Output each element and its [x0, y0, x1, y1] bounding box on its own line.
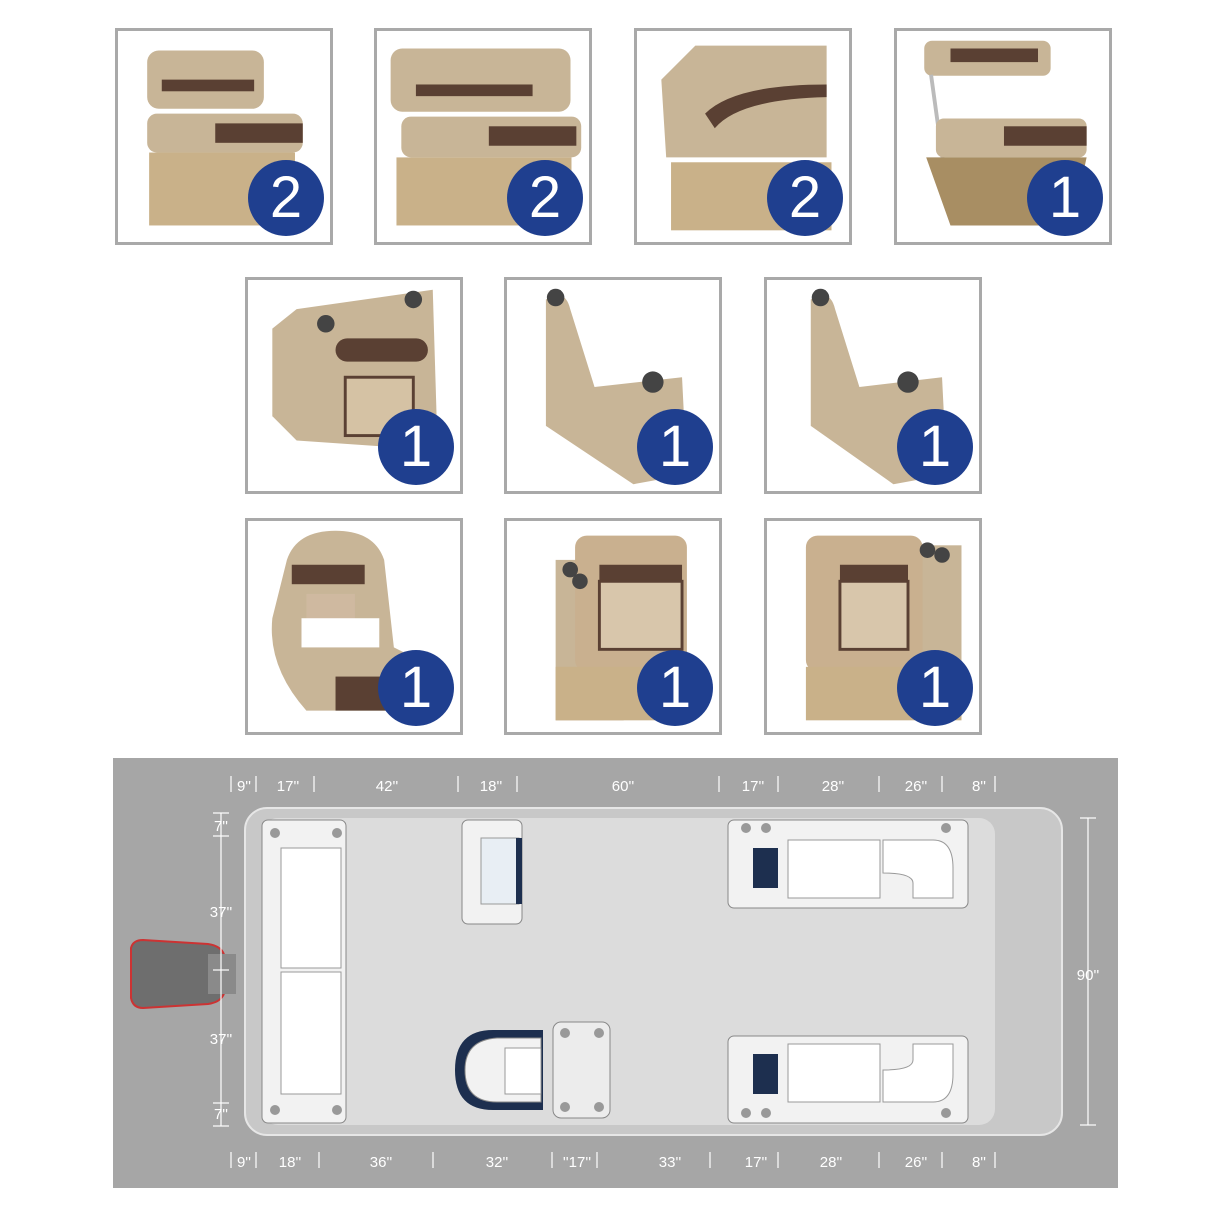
- top-dimension-label: 17'': [742, 778, 765, 795]
- product-tile-lounge-seat-left: 1: [504, 518, 722, 735]
- rear-bench-seat: [261, 819, 347, 1124]
- top-dimension-label: 26'': [905, 778, 928, 795]
- product-tile-lounge-seat-right: 1: [764, 518, 982, 735]
- product-tile-flip-flop-seat: 1: [894, 28, 1112, 245]
- top-dimension-label: 60'': [612, 778, 635, 795]
- quantity-badge: 1: [1027, 160, 1103, 236]
- product-tile-corner-seat: 2: [634, 28, 852, 245]
- top-dimension-label: 17'': [277, 778, 300, 795]
- lounge-seat-top-right: [727, 819, 969, 909]
- top-dimension-label: 9'': [237, 778, 251, 795]
- entry-seat-top: [461, 819, 523, 925]
- quantity-badge: 1: [897, 409, 973, 485]
- width-dimension-label: 90'': [1077, 967, 1100, 984]
- top-dimension-label: 28'': [822, 778, 845, 795]
- product-tile-armrest-left: 1: [504, 277, 722, 494]
- top-dimension-label: 42'': [376, 778, 399, 795]
- bottom-dimension-label: 28'': [820, 1154, 843, 1171]
- quantity-badge: 2: [507, 160, 583, 236]
- bottom-dimension-label: 18'': [279, 1154, 302, 1171]
- product-tile-bench-seat-large: 2: [374, 28, 592, 245]
- bottom-dimension-label: 8'': [972, 1154, 986, 1171]
- quantity-badge: 2: [248, 160, 324, 236]
- helm-console: [552, 1021, 611, 1119]
- product-tile-armrest-right: 1: [764, 277, 982, 494]
- top-dimension-label: 18'': [480, 778, 503, 795]
- left-dimension-label: 7'': [214, 1106, 228, 1123]
- quantity-badge: 2: [767, 160, 843, 236]
- top-dimension-label: 8'': [972, 778, 986, 795]
- bottom-dimension-label: 36'': [370, 1154, 393, 1171]
- product-tile-entry-seat: 1: [245, 277, 463, 494]
- bottom-dimension-label: 26'': [905, 1154, 928, 1171]
- quantity-badge: 1: [378, 409, 454, 485]
- captain-chair-helm: [455, 1030, 543, 1110]
- bottom-dimension-label: 32'': [486, 1154, 509, 1171]
- pontoon-layout-diagram: 9'' 17'' 42'' 18'' 60'' 17'' 28'' 26'' 8'' 9'' 18'…: [113, 758, 1118, 1188]
- bottom-dimension-label: ''17'': [563, 1154, 591, 1171]
- bottom-dimension-label: 17'': [745, 1154, 768, 1171]
- left-dimension-label: 37'': [210, 904, 233, 921]
- quantity-badge: 1: [897, 650, 973, 726]
- bottom-dimension-label: 9'': [237, 1154, 251, 1171]
- lounge-seat-bottom-right: [727, 1035, 969, 1124]
- bottom-dimension-label: 33'': [659, 1154, 682, 1171]
- product-tile-captain-chair: 1: [245, 518, 463, 735]
- quantity-badge: 1: [637, 409, 713, 485]
- left-dimension-label: 37'': [210, 1031, 233, 1048]
- product-tile-bench-seat-small: 2: [115, 28, 333, 245]
- outboard-motor-icon: [130, 938, 236, 1010]
- quantity-badge: 1: [637, 650, 713, 726]
- left-dimension-label: 7'': [214, 818, 228, 835]
- lounge-seat-left-image: [555, 535, 692, 721]
- quantity-badge: 1: [378, 650, 454, 726]
